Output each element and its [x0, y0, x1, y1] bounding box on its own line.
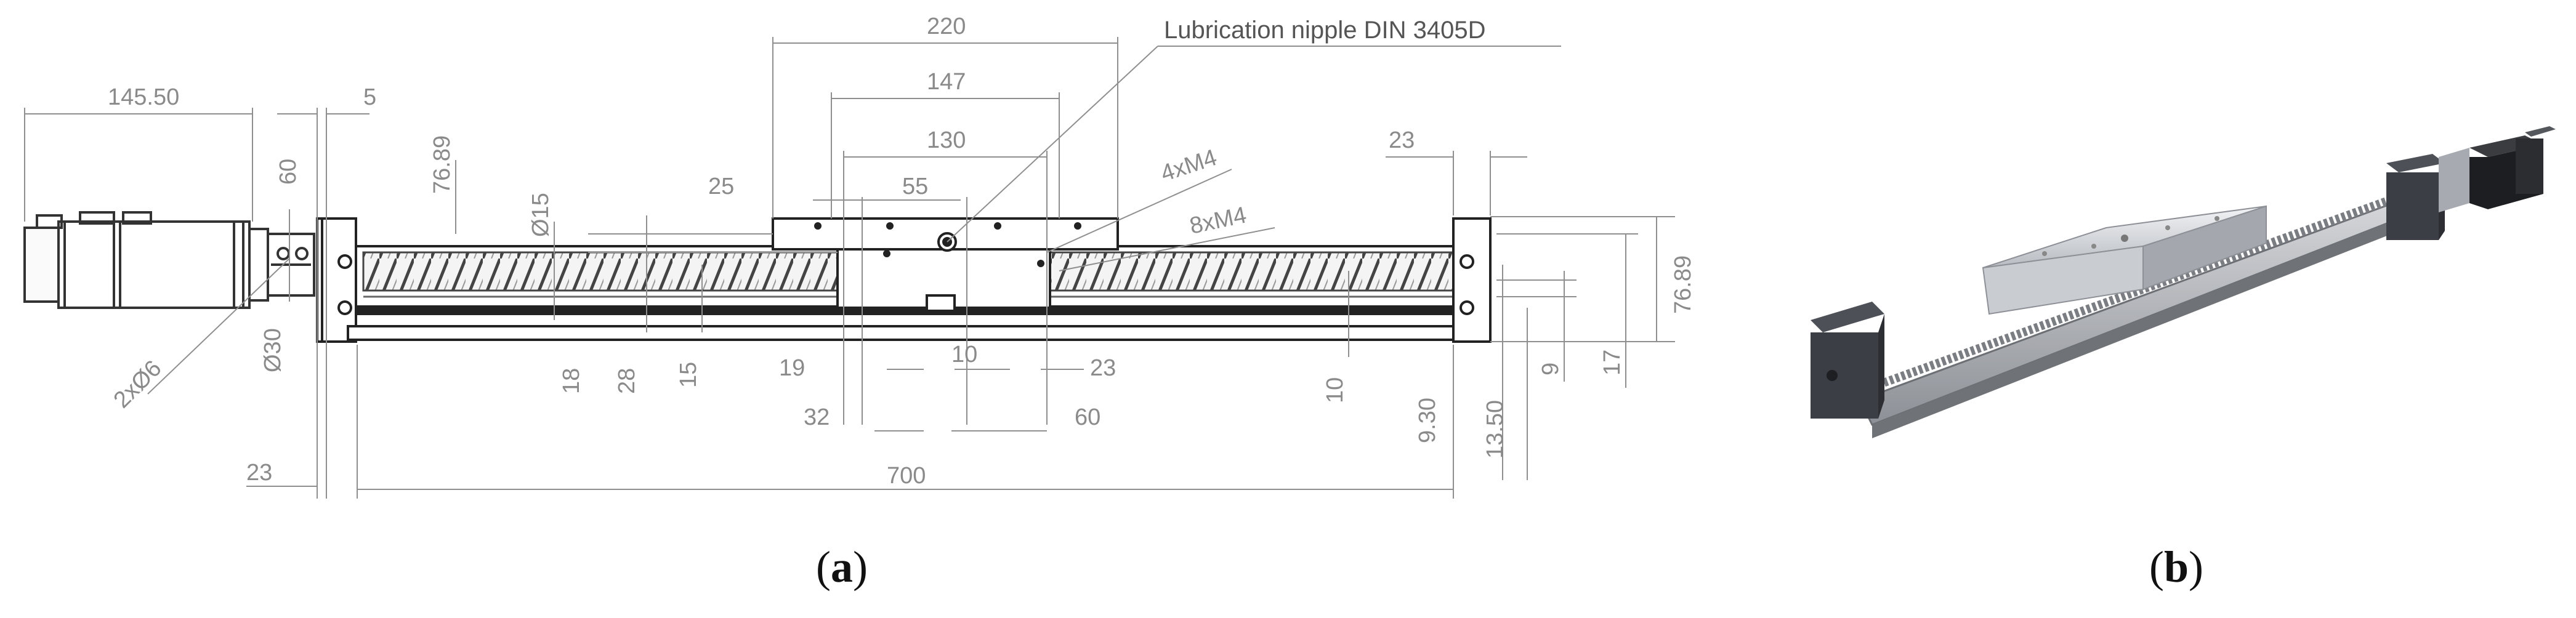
dim-55: 55 — [902, 174, 928, 199]
caption-b-letter: b — [2163, 542, 2189, 592]
dim-23-bottom: 23 — [246, 460, 272, 486]
render-panel-b — [1811, 126, 2556, 438]
caption-a-close: ) — [852, 542, 868, 592]
right-end-block — [1452, 217, 1492, 343]
dim-10-right: 10 — [1322, 377, 1348, 403]
dimension-labels: Lubrication nipple DIN 3405D 220 147 130… — [108, 14, 1696, 489]
dim-19: 19 — [779, 355, 805, 381]
caption-b-close: ) — [2189, 542, 2204, 592]
dim-18: 18 — [559, 368, 584, 394]
caption-b: (b) — [2149, 542, 2203, 593]
ball-screw — [362, 251, 1461, 298]
caption-b-open: ( — [2149, 542, 2164, 592]
dim-10-middle: 10 — [951, 342, 977, 367]
caption-a-open: ( — [816, 542, 831, 592]
dim-700: 700 — [887, 463, 926, 489]
stepper-motor-3d — [2439, 126, 2556, 212]
dim-23-top: 23 — [1389, 127, 1415, 153]
dimension-lines — [24, 37, 1675, 499]
dim-76-89-left: 76.89 — [429, 135, 455, 194]
left-end-block — [316, 217, 357, 343]
dim-76-89-right: 76.89 — [1670, 255, 1696, 314]
dim-23-middle: 23 — [1090, 355, 1116, 381]
lubrication-nipple-note: Lubrication nipple DIN 3405D — [1164, 17, 1486, 44]
dim-15: 15 — [676, 362, 701, 388]
annotation-4xm4: 4xM4 — [1158, 145, 1220, 187]
right-end-block-3d — [2386, 154, 2445, 240]
dim-28: 28 — [614, 368, 640, 394]
left-end-block-3d — [1811, 302, 1884, 419]
dim-147: 147 — [927, 69, 966, 95]
technical-drawing-panel-a: Lubrication nipple DIN 3405D 220 147 130… — [23, 14, 1696, 499]
dim-60-vertical: 60 — [275, 159, 301, 185]
dim-13-50: 13.50 — [1482, 400, 1508, 459]
dim-60-horizontal: 60 — [1075, 404, 1100, 430]
dim-25: 25 — [708, 174, 734, 199]
dim-130: 130 — [927, 127, 966, 153]
caption-a: (a) — [816, 542, 868, 593]
carriage-3d — [1982, 205, 2267, 315]
dim-dia-30: Ø30 — [260, 328, 286, 372]
dim-17: 17 — [1599, 350, 1625, 375]
dim-5: 5 — [363, 84, 376, 110]
dim-9: 9 — [1538, 363, 1564, 375]
dim-145-50: 145.50 — [108, 84, 179, 110]
dim-9-30: 9.30 — [1415, 398, 1440, 443]
caption-a-letter: a — [830, 542, 853, 592]
dim-32: 32 — [804, 404, 830, 430]
stepper-motor — [23, 211, 315, 309]
dim-220: 220 — [927, 14, 966, 39]
annotation-8xm4: 8xM4 — [1187, 202, 1249, 239]
dim-dia-15: Ø15 — [528, 193, 554, 237]
carriage — [772, 217, 1119, 312]
